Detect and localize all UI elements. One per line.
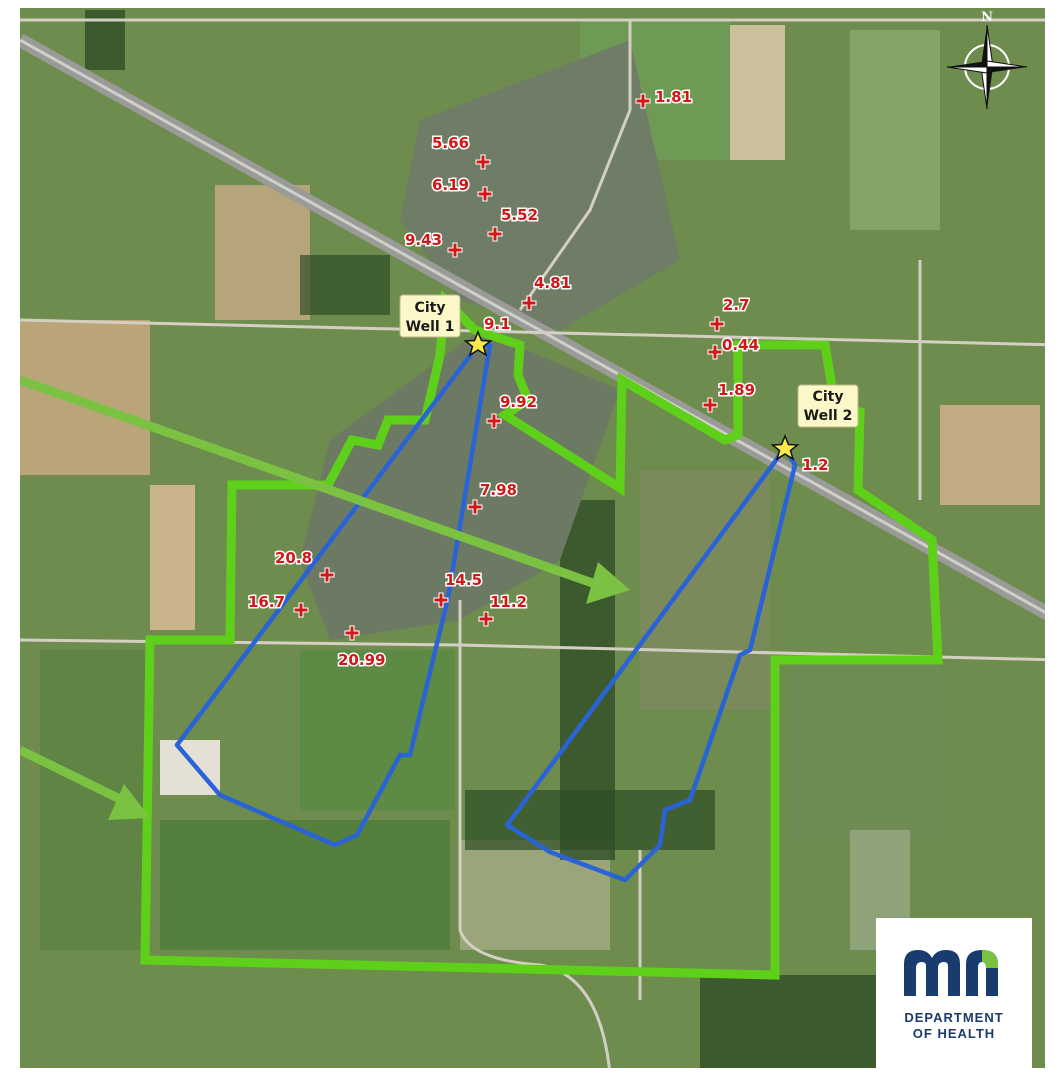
sample-label: 1.2 xyxy=(802,456,829,474)
well-1-label-line1: City xyxy=(415,300,446,316)
sample-label: 4.81 xyxy=(534,274,571,292)
department-of-health-logo: DEPARTMENT OF HEALTH xyxy=(876,918,1032,1074)
compass-north-label: N xyxy=(981,10,993,25)
sample-marker-20-99 xyxy=(344,625,360,641)
well-2-label-line2: Well 2 xyxy=(804,408,853,424)
sample-marker-6-19 xyxy=(477,186,493,202)
sample-label: 0.44 xyxy=(722,336,759,354)
sample-labels: 1.81 5.66 6.19 5.52 9.43 4.81 9.1 2.7 0.… xyxy=(247,87,831,671)
highway-centerline xyxy=(20,38,1045,614)
tree-lines xyxy=(85,10,880,1068)
sample-marker-16-7 xyxy=(293,602,309,618)
sample-label: 14.5 xyxy=(445,571,482,589)
sample-label: 20.99 xyxy=(338,651,385,669)
arrow-head-2 xyxy=(108,784,150,820)
logo-text-line1: DEPARTMENT xyxy=(904,1010,1004,1025)
sample-marker-5-52 xyxy=(487,226,503,242)
sample-label: 1.81 xyxy=(655,88,692,106)
protection-area-boundary xyxy=(140,290,943,980)
sample-label: 1.89 xyxy=(718,381,755,399)
sample-label: 9.92 xyxy=(500,393,537,411)
sample-label: 6.19 xyxy=(432,176,469,194)
sample-label: 9.1 xyxy=(484,315,511,333)
well-2-star-icon xyxy=(770,434,800,461)
sample-label: 16.7 xyxy=(248,593,285,611)
sample-markers xyxy=(293,93,725,641)
sample-marker-5-66 xyxy=(475,154,491,170)
sample-marker-4-81 xyxy=(521,295,537,311)
well-1-star-icon xyxy=(463,330,493,357)
local-roads xyxy=(20,18,1045,1068)
sample-marker-9-92 xyxy=(486,413,502,429)
well-1-label: City Well 1 xyxy=(399,294,461,338)
well-2-label: City Well 2 xyxy=(797,384,859,428)
sample-marker-9-43 xyxy=(447,242,463,258)
sample-marker-11-2 xyxy=(478,611,494,627)
annotation-arrows xyxy=(20,375,630,820)
sample-label: 5.52 xyxy=(501,206,538,224)
sample-label: 9.43 xyxy=(405,231,442,249)
sample-label: 7.98 xyxy=(480,481,517,499)
sample-label: 2.7 xyxy=(723,296,750,314)
sample-label: 5.66 xyxy=(432,134,469,152)
well-2-capture-zone xyxy=(504,445,798,883)
mn-logo-mark-icon xyxy=(904,950,998,996)
logo-text-line2: OF HEALTH xyxy=(912,1026,996,1041)
map-canvas: N 1. xyxy=(20,8,1045,1068)
sample-marker-2-7 xyxy=(709,316,725,332)
sample-marker-1-89 xyxy=(702,397,718,413)
sample-marker-0-44 xyxy=(707,344,723,360)
sample-marker-20-8 xyxy=(319,567,335,583)
compass-rose: N xyxy=(946,10,1028,110)
well-1-label-line2: Well 1 xyxy=(406,319,455,335)
sample-marker-7-98 xyxy=(467,499,483,515)
well-2-label-line1: City xyxy=(813,389,844,405)
sample-label: 11.2 xyxy=(490,593,527,611)
sample-label: 20.8 xyxy=(275,549,312,567)
sample-marker-14-5 xyxy=(433,592,449,608)
aerial-map: N 1. xyxy=(20,8,1045,1068)
well-1-capture-zone xyxy=(174,342,493,848)
arrow-head-1 xyxy=(586,562,630,604)
field-patches xyxy=(20,20,1040,950)
sample-marker-1-81 xyxy=(635,93,651,109)
